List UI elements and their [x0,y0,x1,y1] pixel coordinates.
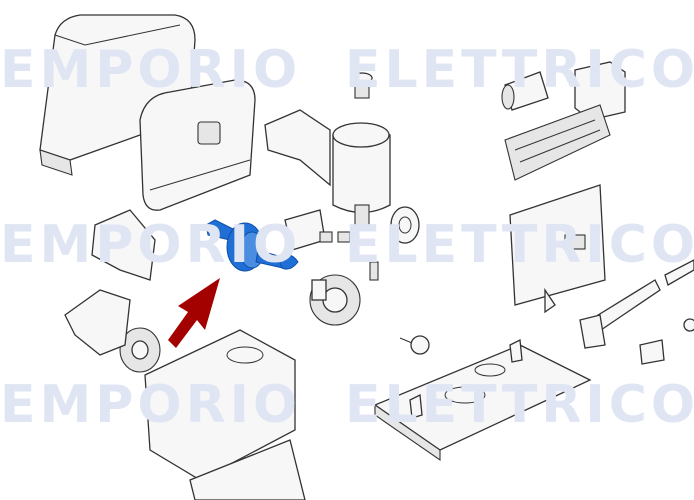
output-pinion-part [309,274,361,326]
bracket-part [264,109,331,187]
bolts-part [579,314,694,365]
gear-coils-part [390,206,420,244]
limit-switch-arm-part [589,259,694,333]
motor-part [332,72,391,231]
capacitor-part [501,71,549,111]
mounting-plate-part [509,184,606,314]
pin-part [399,335,430,355]
connector-part [284,209,379,281]
front-cover-part [139,79,256,211]
foundation-plate-part [373,338,592,462]
blue-gear-shaft-assembly-icon [205,219,299,272]
release-cover-part [64,289,131,356]
transformer-part [574,61,626,121]
pointer-arrow-icon [168,278,220,348]
drive-gear-part [119,327,161,373]
side-block-part [91,209,156,281]
control-board-part [504,104,611,181]
gearbox-base-part [144,329,306,500]
